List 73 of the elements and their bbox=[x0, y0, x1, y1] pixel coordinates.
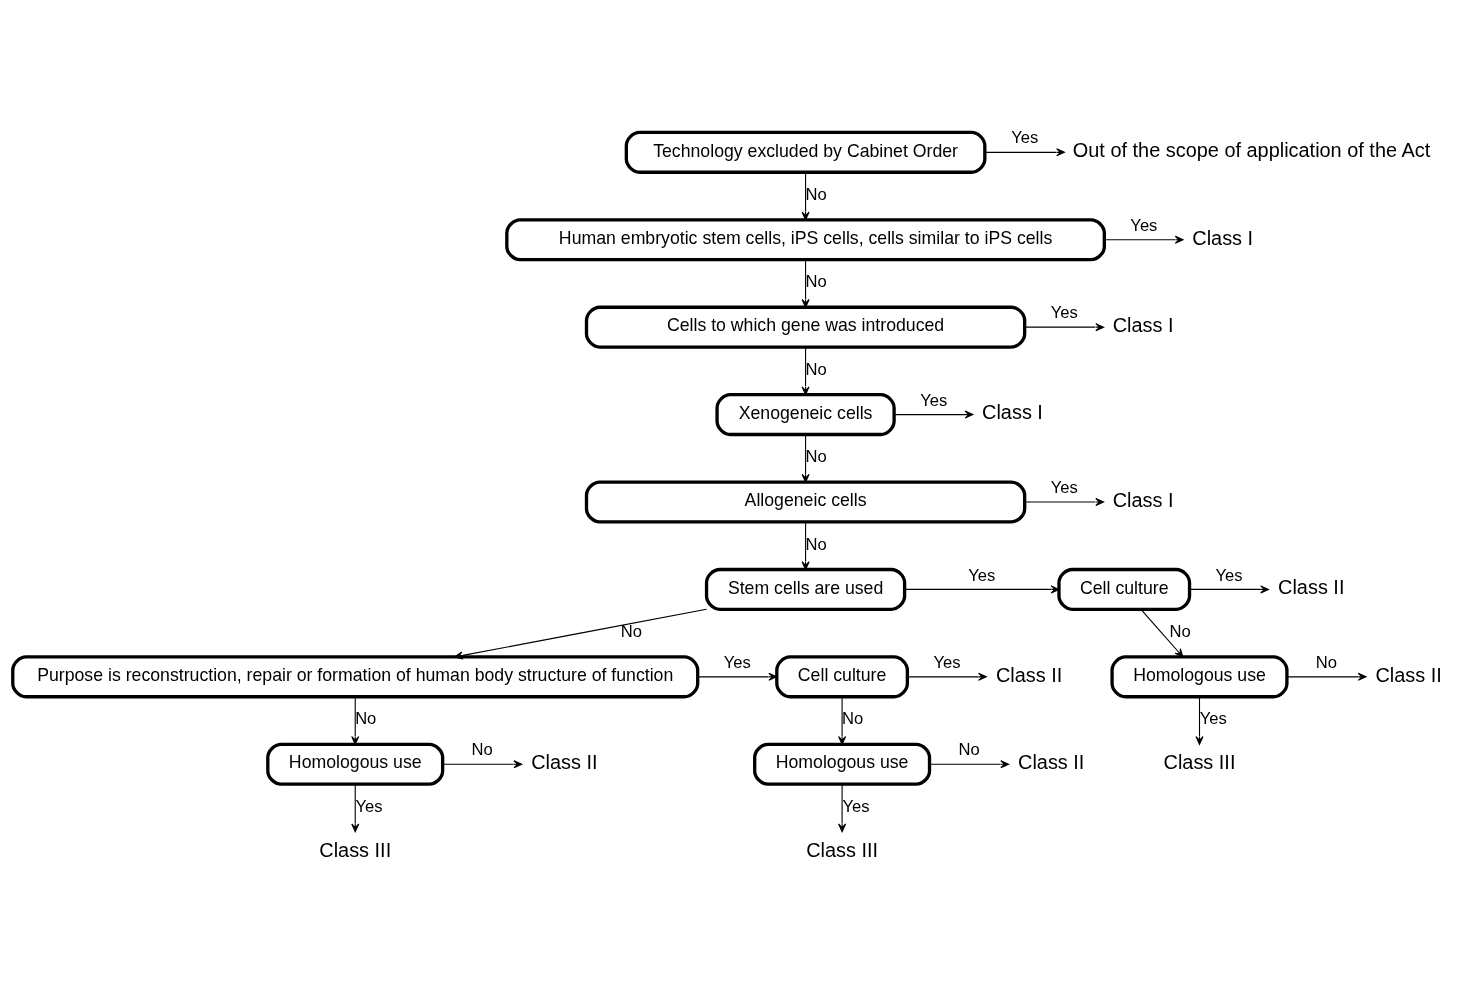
edge-label: Yes bbox=[920, 390, 948, 410]
arrow bbox=[1104, 235, 1184, 244]
arrow bbox=[893, 410, 974, 419]
edge-label: Yes bbox=[1011, 128, 1039, 148]
edge-label: No bbox=[805, 272, 827, 292]
edge-label: Yes bbox=[968, 565, 996, 585]
node-text: Class II bbox=[531, 751, 598, 774]
node-box: Purpose is reconstruction, repair or formation of human body structure of function bbox=[11, 655, 700, 699]
edge-label: No bbox=[958, 740, 980, 760]
arrow bbox=[1195, 696, 1204, 745]
arrow bbox=[1024, 497, 1105, 507]
node-text: Class II bbox=[1018, 751, 1085, 774]
arrow bbox=[442, 760, 523, 769]
edge-label: No bbox=[1169, 621, 1191, 641]
arrow bbox=[929, 760, 1010, 769]
arrow bbox=[1140, 608, 1184, 658]
node-box: Homologous use bbox=[753, 742, 932, 786]
node-box: Stem cells are used bbox=[704, 567, 907, 611]
edge-label: No bbox=[471, 740, 493, 760]
arrow bbox=[838, 783, 847, 833]
node-text: Class I bbox=[1192, 226, 1254, 249]
node-box: Xenogeneic cells bbox=[715, 393, 896, 437]
edge-label: Yes bbox=[1215, 565, 1243, 585]
edge-label: No bbox=[620, 621, 642, 641]
arrow bbox=[1024, 323, 1105, 332]
edge-label: Yes bbox=[933, 652, 961, 672]
node-box: Allogeneic cells bbox=[584, 480, 1027, 524]
node-box: Technology excluded by Cabinet Order bbox=[624, 130, 987, 174]
arrow bbox=[454, 608, 708, 660]
edge-label: Yes bbox=[842, 796, 870, 816]
arrow bbox=[1189, 585, 1269, 594]
arrow bbox=[351, 783, 360, 833]
arrow bbox=[984, 148, 1065, 157]
node-text: Class II bbox=[1375, 663, 1442, 686]
arrow bbox=[697, 672, 778, 681]
arrow bbox=[801, 521, 810, 570]
node-box: Cell culture bbox=[775, 655, 910, 699]
edge-label: No bbox=[355, 709, 377, 729]
edge-label: No bbox=[805, 184, 827, 204]
edge-label: Yes bbox=[1050, 303, 1078, 323]
node-text: Class III bbox=[1163, 751, 1236, 774]
edge-label: Yes bbox=[1050, 478, 1078, 498]
arrow bbox=[801, 171, 810, 221]
arrow bbox=[838, 696, 847, 745]
edge-label: Yes bbox=[355, 796, 383, 816]
node-text: Class I bbox=[1112, 314, 1174, 337]
node-text: Class I bbox=[1112, 488, 1174, 511]
node-text: Class III bbox=[319, 838, 392, 861]
edge-label: No bbox=[805, 447, 827, 467]
arrow bbox=[801, 259, 810, 308]
arrow bbox=[801, 434, 810, 483]
node-box: Homologous use bbox=[1110, 655, 1289, 699]
node-box: Cells to which gene was introduced bbox=[584, 305, 1027, 349]
edge-label: Yes bbox=[1199, 709, 1227, 729]
node-box: Homologous use bbox=[266, 742, 445, 786]
arrow bbox=[904, 585, 1060, 594]
edge-label: No bbox=[805, 534, 827, 554]
arrow bbox=[1286, 672, 1367, 681]
node-box: Cell culture bbox=[1057, 567, 1192, 611]
arrow bbox=[351, 696, 360, 745]
node-text: Class II bbox=[1278, 576, 1345, 599]
node-box: Human embryotic stem cells, iPS cells, cells similar to iPS cells bbox=[505, 218, 1106, 262]
node-text: Out of the scope of application of the Act bbox=[1072, 139, 1431, 162]
node-text: Class II bbox=[995, 663, 1063, 686]
edge-label: No bbox=[1315, 652, 1338, 672]
edge-label: Yes bbox=[1130, 215, 1158, 235]
node-text: Class III bbox=[806, 838, 879, 861]
edge-label: No bbox=[842, 709, 864, 729]
arrow bbox=[801, 346, 810, 396]
node-text: Class I bbox=[982, 401, 1043, 424]
edge-label: No bbox=[805, 359, 827, 379]
edge-label: Yes bbox=[723, 652, 751, 672]
arrow bbox=[906, 672, 987, 681]
